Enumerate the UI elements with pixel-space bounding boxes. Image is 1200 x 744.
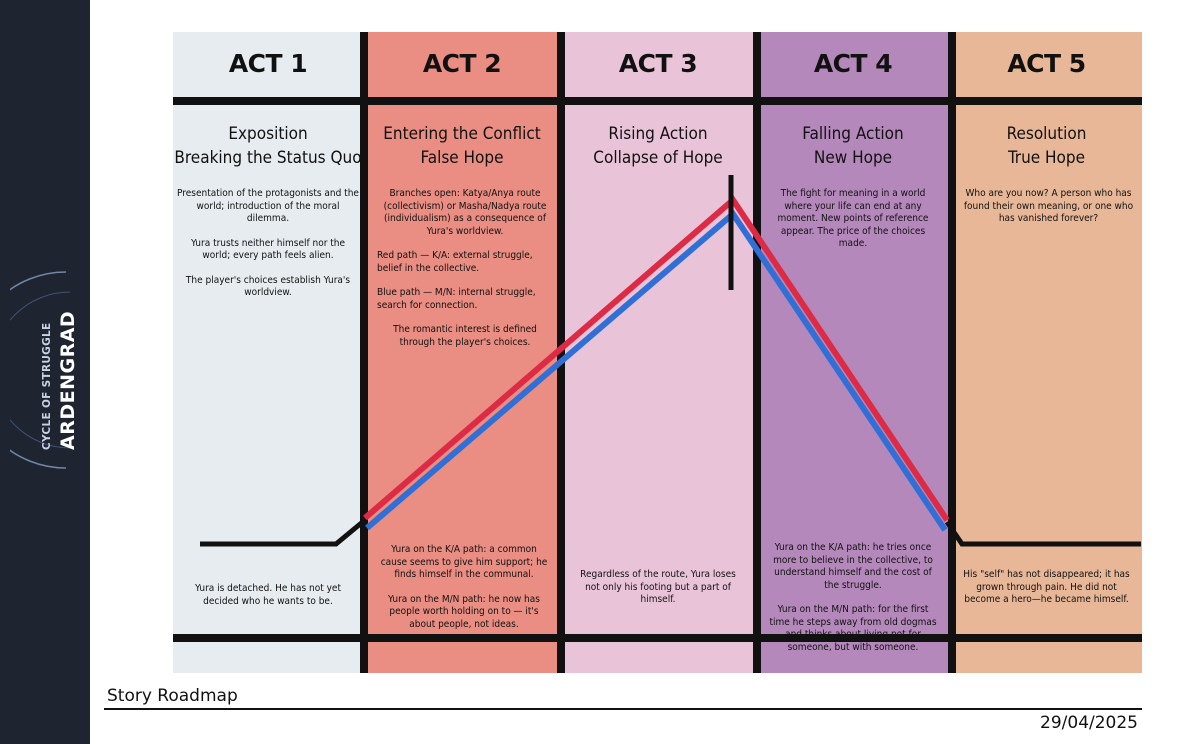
act-2-description: Branches open: Katya/Anya route (collect… bbox=[377, 188, 553, 361]
act-3-stage: Rising Action Collapse of Hope bbox=[561, 122, 755, 170]
act-divider bbox=[360, 32, 368, 673]
act-5-stage: Resolution True Hope bbox=[951, 122, 1142, 170]
page-title: Story Roadmap bbox=[107, 686, 238, 706]
act-3-title: ACT 3 bbox=[618, 49, 698, 78]
act-3-column: ACT 3 Rising Action Collapse of Hope Reg… bbox=[561, 32, 755, 673]
act-4-column: ACT 4 Falling Action New Hope The fight … bbox=[755, 32, 951, 673]
logo-title: ARDENGRAD bbox=[57, 311, 79, 450]
act-2-description-text: Blue path — M/N: internal struggle, sear… bbox=[377, 287, 536, 311]
act-4-description: The fight for meaning in a world where y… bbox=[775, 188, 931, 263]
neutral-path-start bbox=[200, 518, 367, 547]
act-2-stage-subtitle: False Hope bbox=[420, 148, 504, 168]
act-1-outcome-text: Yura is detached. He has not yet decided… bbox=[195, 583, 341, 607]
act-3-stage-name: Rising Action bbox=[608, 124, 708, 144]
act-2-outcome-text: Yura on the M/N path: he now has people … bbox=[388, 593, 540, 630]
act-4-stage-name: Falling Action bbox=[802, 124, 904, 144]
act-2-column: ACT 2 Entering the Conflict False Hope B… bbox=[363, 32, 561, 673]
act-4-stage-subtitle: New Hope bbox=[813, 148, 893, 168]
act-1-outcome: Yura is detached. He has not yet decided… bbox=[193, 583, 343, 620]
logo-subtitle: CYCLE OF STRUGGLE bbox=[41, 323, 53, 450]
act-1-description: Presentation of the protagonists and the… bbox=[177, 188, 359, 312]
red-path bbox=[363, 195, 950, 522]
header-divider bbox=[173, 97, 1142, 105]
act-5-stage-subtitle: True Hope bbox=[1007, 148, 1086, 168]
act-5-column: ACT 5 Resolution True Hope Who are you n… bbox=[951, 32, 1142, 673]
story-roadmap-board: ACT 1 Exposition Breaking the Status Quo… bbox=[173, 32, 1142, 673]
logo-arc-icon bbox=[10, 271, 67, 469]
footer-divider bbox=[173, 634, 1142, 642]
act-2-description-text: Branches open: Katya/Anya route (collect… bbox=[383, 188, 547, 237]
act-4-stage: Falling Action New Hope bbox=[755, 122, 951, 170]
act-4-outcome-text: Yura on the K/A path: he tries once more… bbox=[773, 542, 933, 591]
act-5-description: Who are you now? A person who has found … bbox=[961, 188, 1136, 238]
act-2-stage: Entering the Conflict False Hope bbox=[363, 122, 561, 170]
act-2-description-text: The romantic interest is defined through… bbox=[393, 324, 537, 348]
act-2-stage-name: Entering the Conflict bbox=[383, 124, 541, 144]
footer-rule bbox=[104, 708, 1142, 710]
act-2-outcome-text: Yura on the K/A path: a common cause see… bbox=[380, 544, 548, 580]
story-arc bbox=[200, 175, 1141, 547]
act-5-stage-name: Resolution bbox=[1006, 124, 1087, 144]
act-3-outcome-text: Regardless of the route, Yura loses not … bbox=[580, 569, 736, 605]
sidebar: CYCLE OF STRUGGLE ARDENGRAD bbox=[0, 0, 90, 744]
act-divider bbox=[753, 32, 761, 673]
act-4-title: ACT 4 bbox=[813, 49, 893, 78]
act-1-column: ACT 1 Exposition Breaking the Status Quo… bbox=[173, 32, 363, 673]
act-2-title: ACT 2 bbox=[422, 49, 502, 78]
blue-path bbox=[365, 209, 948, 532]
act-1-stage: Exposition Breaking the Status Quo bbox=[173, 122, 363, 170]
logo-inner-arc-icon bbox=[10, 291, 71, 449]
act-2-outcome: Yura on the K/A path: a common cause see… bbox=[377, 544, 551, 643]
act-1-description-text: Presentation of the protagonists and the… bbox=[177, 188, 359, 224]
act-5-title: ACT 5 bbox=[1007, 49, 1086, 78]
act-1-title: ACT 1 bbox=[228, 49, 308, 78]
act-4-description-text: The fight for meaning in a world where y… bbox=[777, 188, 929, 249]
act-5-description-text: Who are you now? A person who has found … bbox=[963, 188, 1134, 224]
act-3-outcome: Regardless of the route, Yura loses not … bbox=[573, 569, 743, 619]
neutral-path-end bbox=[944, 520, 1141, 547]
act-1-stage-name: Exposition bbox=[228, 124, 308, 144]
act-5-outcome-text: His "self" has not disappeared; it has g… bbox=[963, 569, 1130, 605]
act-divider bbox=[948, 32, 956, 673]
act-1-description-text: Yura trusts neither himself nor the worl… bbox=[190, 237, 346, 262]
act-1-description-text: The player's choices establish Yura's wo… bbox=[185, 274, 351, 299]
act-1-stage-subtitle: Breaking the Status Quo bbox=[174, 148, 362, 168]
act-2-description-text: Red path — K/A: external struggle, belie… bbox=[377, 250, 533, 274]
date-label: 29/04/2025 bbox=[1040, 713, 1138, 733]
ardengrad-logo: CYCLE OF STRUGGLE ARDENGRAD bbox=[10, 271, 79, 469]
act-3-stage-subtitle: Collapse of Hope bbox=[593, 148, 723, 168]
act-5-outcome: His "self" has not disappeared; it has g… bbox=[963, 569, 1130, 619]
